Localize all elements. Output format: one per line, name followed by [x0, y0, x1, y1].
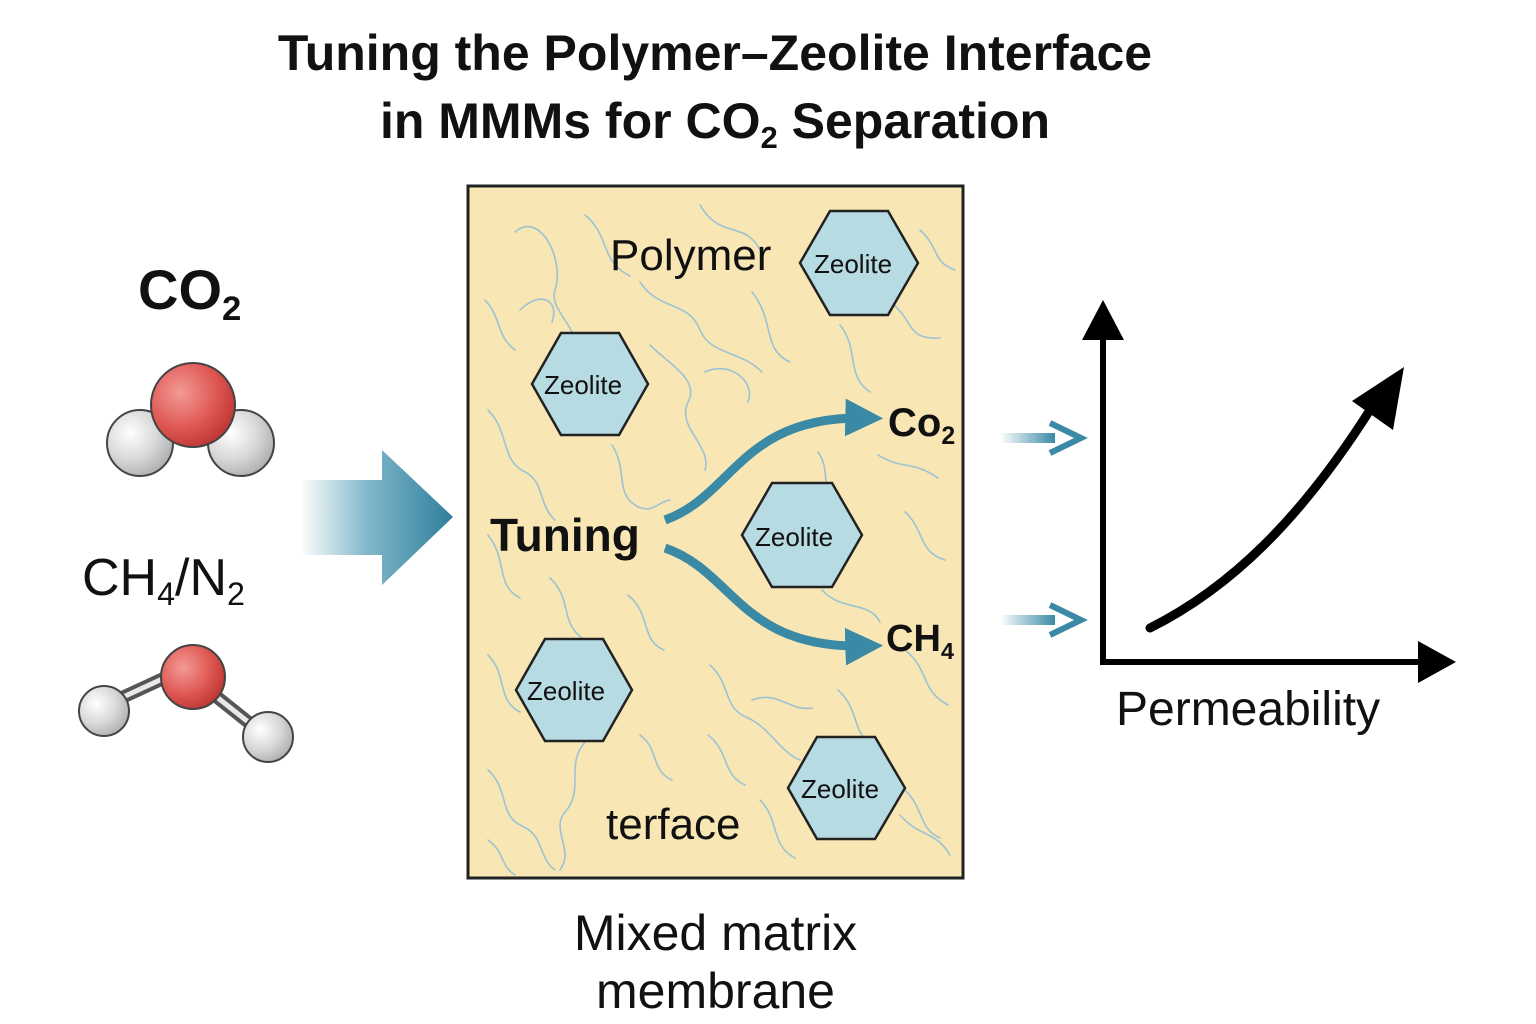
feed-co2-label: CO2 — [138, 258, 242, 329]
permeability-graph — [1082, 300, 1456, 683]
zeolite-hexagon — [798, 209, 920, 317]
diagram-title-line2: in MMMs for CO2 Separation — [379, 93, 1051, 155]
zeolite-label: Zeolite — [755, 522, 834, 552]
membrane-caption: Mixed matrix membrane — [573, 905, 858, 1019]
ch4-path-arrow-icon — [663, 543, 884, 666]
mixed-gas-molecule-icon — [78, 644, 294, 763]
trend-arrowhead-icon — [1352, 367, 1404, 430]
zeolite-label: Zeolite — [527, 676, 606, 706]
feed-arrow-icon — [300, 450, 453, 585]
co2-molecule-icon — [106, 362, 275, 477]
graph-x-axis-label: Permeability — [1116, 683, 1381, 736]
zeolite-hexagon — [514, 637, 634, 743]
interface-label: terface — [606, 800, 741, 849]
diagram-title-line1: Tuning the Polymer–Zeolite Interface — [277, 25, 1153, 81]
ch4-output-label: CH4 — [886, 618, 954, 664]
co2-output-label: Co2 — [888, 401, 956, 450]
feed-mixture-label: CH4/N2 — [82, 549, 245, 613]
zeolite-particles — [514, 209, 920, 841]
y-axis-arrowhead-icon — [1082, 300, 1124, 340]
trend-curve — [1145, 405, 1375, 633]
co2-path-arrow-icon — [663, 398, 884, 525]
zeolite-hexagon — [740, 481, 864, 589]
ch4-output-arrow-icon — [1000, 602, 1088, 638]
tuning-label: Tuning — [490, 509, 640, 561]
polymer-label: Polymer — [610, 231, 772, 280]
x-axis-arrowhead-icon — [1418, 641, 1456, 683]
polymer-chains — [484, 204, 956, 876]
zeolite-hexagon — [530, 331, 650, 437]
zeolite-label: Zeolite — [814, 249, 893, 279]
zeolite-label: Zeolite — [544, 370, 623, 400]
zeolite-label: Zeolite — [801, 774, 880, 804]
co2-output-arrow-icon — [1000, 420, 1088, 456]
zeolite-hexagon — [786, 735, 907, 841]
